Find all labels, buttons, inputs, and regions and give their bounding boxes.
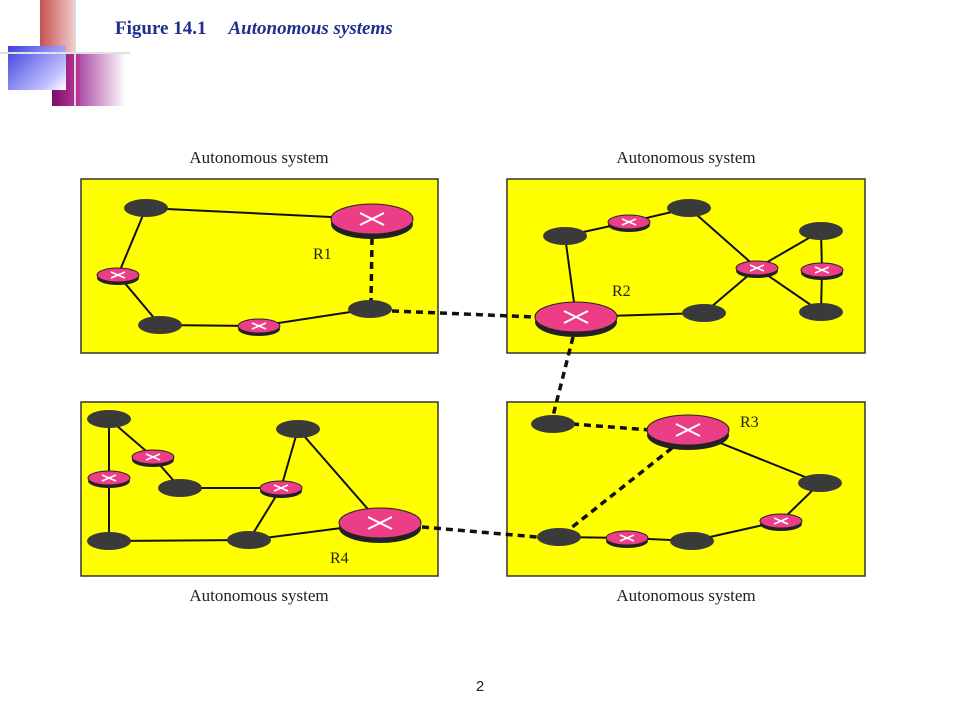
router-r2-icon xyxy=(534,301,618,338)
as-caption-bottom-left: Autonomous system xyxy=(189,586,328,605)
corner-decoration xyxy=(0,0,130,106)
router-r4-icon xyxy=(338,507,422,544)
corner-line-horizontal xyxy=(0,52,130,54)
router-r3-icon xyxy=(646,414,730,451)
figure-number: Figure 14.1 xyxy=(115,18,207,39)
host-nodes xyxy=(87,199,843,550)
corner-block-red xyxy=(40,0,74,52)
page-number: 2 xyxy=(475,678,485,695)
corner-block-purple-fade xyxy=(80,52,126,106)
router-r1-icon xyxy=(330,203,414,240)
as-caption-top-left: Autonomous system xyxy=(189,148,328,167)
router-r4-label: R4 xyxy=(330,550,349,567)
figure-title: Figure 14.1 Autonomous systems xyxy=(115,18,393,40)
dashed-links xyxy=(369,237,674,539)
router-r3-label: R3 xyxy=(740,414,759,431)
router-r1-label: R1 xyxy=(313,246,332,263)
router-r2-label: R2 xyxy=(612,283,631,300)
figure-name: Autonomous systems xyxy=(228,18,393,39)
as-caption-bottom-right: Autonomous system xyxy=(616,586,755,605)
as-caption-top-right: Autonomous system xyxy=(616,148,755,167)
